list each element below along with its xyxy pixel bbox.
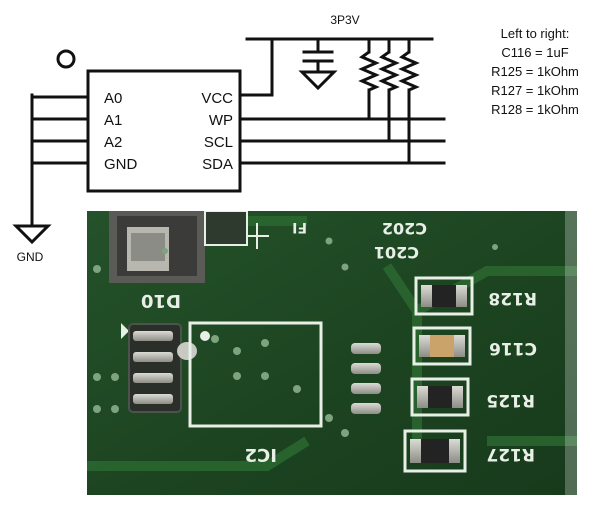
resistor-r128-symbol — [398, 50, 420, 92]
r127-component — [403, 429, 467, 473]
ground-label-area: GND — [12, 212, 52, 262]
r125-component — [410, 377, 470, 417]
component-notes: Left to right: C116 = 1uF R125 = 1kOhm R… — [470, 24, 600, 119]
note-r127: R127 = 1kOhm — [491, 83, 579, 98]
pin-label-a0: A0 — [104, 90, 122, 107]
silk-c116: C116 — [489, 338, 537, 358]
silk-c201: C201 — [374, 243, 419, 262]
ground-label: GND — [17, 250, 44, 262]
pin-label-vcc: VCC — [201, 90, 233, 107]
ic2-footprint — [188, 321, 323, 428]
net-label-3p3v: 3P3V — [330, 13, 359, 27]
top-component — [204, 211, 248, 246]
silk-d10: D10 — [141, 290, 181, 311]
resistor-r127-symbol — [378, 50, 400, 92]
silk-fi: FI — [292, 219, 307, 235]
c116-component — [412, 326, 472, 366]
pin1-marker — [56, 49, 76, 69]
resistor-r125-symbol — [358, 50, 380, 92]
pcb-photo: FI D10 IC2 — [87, 211, 577, 495]
notes-heading: Left to right: — [500, 26, 570, 41]
pin-label-a1: A1 — [104, 112, 122, 129]
top-connector — [109, 211, 205, 283]
pin-label-sda: SDA — [202, 156, 233, 173]
silk-r128: R128 — [488, 288, 537, 308]
silk-r127: R127 — [486, 444, 535, 464]
note-r125: R125 = 1kOhm — [491, 64, 579, 79]
ic2-pads — [351, 343, 381, 414]
ic-body — [86, 69, 242, 193]
d10-component — [121, 323, 197, 413]
pin-label-wp: WP — [209, 112, 233, 129]
pin-label-gnd: GND — [104, 156, 138, 173]
note-c116: C116 = 1uF — [501, 45, 569, 60]
silk-r125: R125 — [486, 390, 535, 410]
silk-c202: C202 — [382, 219, 427, 238]
note-r128: R128 = 1kOhm — [491, 102, 579, 117]
cap-ground-symbol — [298, 70, 338, 91]
eeprom-schematic: A0 A1 A2 GND VCC WP SCL SDA 3P3V — [30, 13, 446, 212]
silk-ic2: IC2 — [245, 444, 277, 465]
pin-label-a2: A2 — [104, 134, 122, 151]
pin-label-scl: SCL — [204, 134, 233, 151]
r128-component — [414, 276, 474, 316]
